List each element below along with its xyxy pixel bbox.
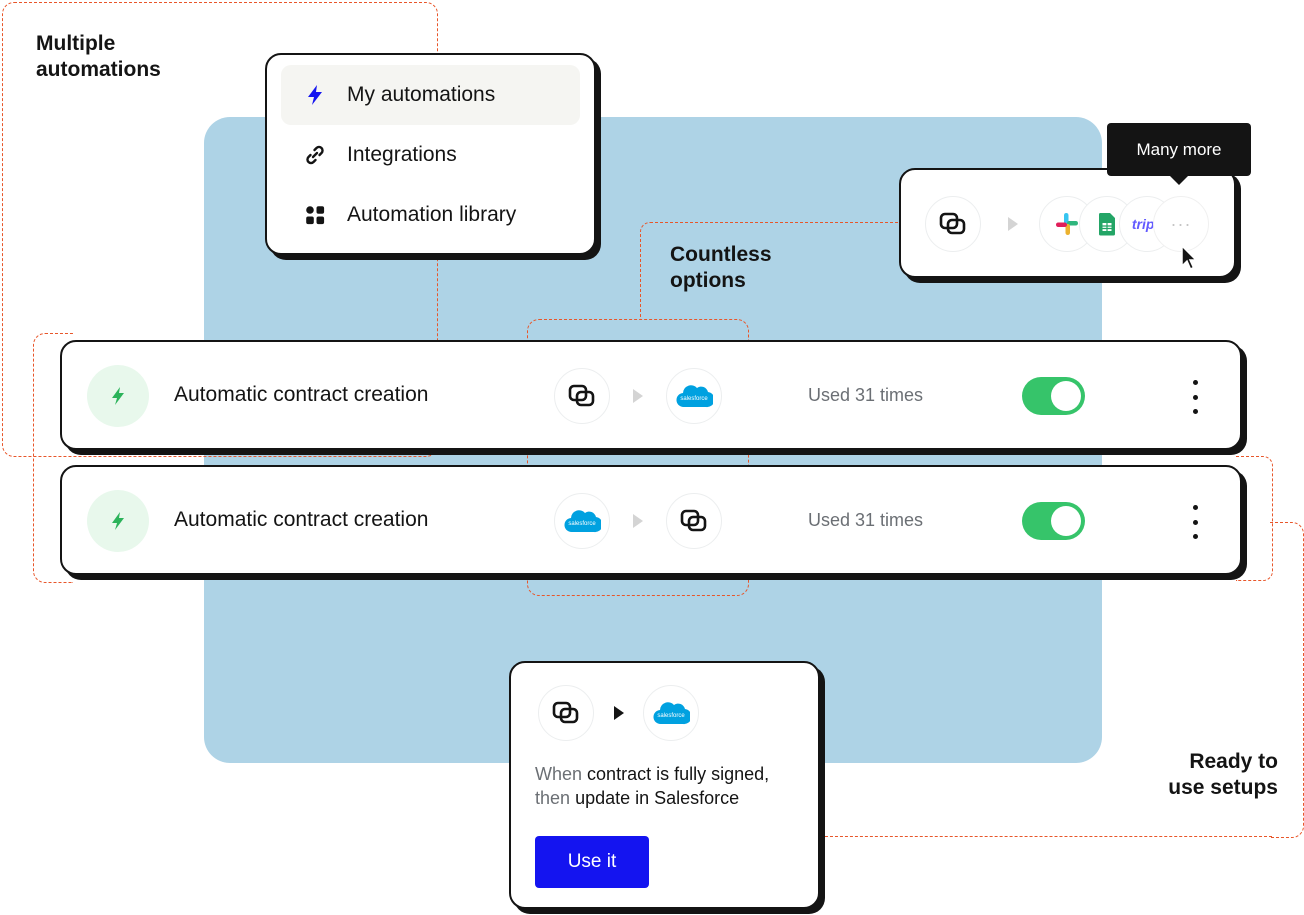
automation-row[interactable]: Automatic contract creation salesforce U… <box>60 465 1242 575</box>
annotation-outline-countless <box>527 319 749 596</box>
more-dots: ··· <box>1170 213 1192 234</box>
setup-description: When contract is fully signed, then upda… <box>535 762 815 810</box>
setup-action: update in Salesforce <box>575 788 740 808</box>
more-icon[interactable]: ··· <box>1153 196 1209 252</box>
more-options-icon[interactable] <box>1182 505 1208 539</box>
automation-row[interactable]: Automatic contract creation salesforce U… <box>60 340 1242 450</box>
automation-toggle[interactable] <box>1022 502 1085 540</box>
annotation-bracket-right <box>1236 456 1273 581</box>
use-it-button[interactable]: Use it <box>535 836 649 888</box>
tooltip-label: Many more <box>1136 139 1222 159</box>
toggle-knob <box>1051 381 1081 411</box>
oneflow-icon <box>554 368 610 424</box>
label-ready-setups: Ready to use setups <box>1120 749 1278 801</box>
label-countless-options: Countless options <box>670 242 772 294</box>
label-line: options <box>670 269 746 292</box>
svg-text:salesforce: salesforce <box>568 521 596 527</box>
label-line: Multiple <box>36 32 116 55</box>
label-line: use setups <box>1168 776 1278 799</box>
menu-item-label: My automations <box>347 83 496 106</box>
bolt-icon <box>87 490 149 552</box>
menu-item-integrations[interactable]: Integrations <box>281 125 580 185</box>
usage-count: Used 31 times <box>808 385 924 405</box>
menu-item-my-automations[interactable]: My automations <box>281 65 580 125</box>
grid-icon <box>303 203 327 227</box>
setup-condition: contract is fully signed, <box>587 764 770 784</box>
integration-options-card: tripe ··· <box>899 168 1236 278</box>
automation-toggle[interactable] <box>1022 377 1085 415</box>
salesforce-icon: salesforce <box>666 368 722 424</box>
oneflow-icon <box>538 685 594 741</box>
menu-item-label: Automation library <box>347 203 517 226</box>
setup-when: When <box>535 764 583 784</box>
menu-item-label: Integrations <box>347 143 457 166</box>
oneflow-icon <box>666 493 722 549</box>
setup-template-card: salesforce When contract is fully signed… <box>509 661 820 909</box>
oneflow-icon <box>925 196 981 252</box>
annotation-bracket-left <box>33 333 73 583</box>
arrow-right-icon <box>614 706 624 720</box>
setup-then: then <box>535 788 571 808</box>
toggle-knob <box>1051 506 1081 536</box>
annotation-connector-bottom <box>820 836 1272 837</box>
salesforce-icon: salesforce <box>643 685 699 741</box>
bolt-icon <box>87 365 149 427</box>
label-line: Countless <box>670 243 772 266</box>
automation-title: Automatic contract creation <box>174 383 429 406</box>
cursor-icon <box>1181 244 1198 271</box>
bolt-icon <box>303 83 327 107</box>
svg-text:salesforce: salesforce <box>680 396 708 402</box>
link-icon <box>303 143 327 167</box>
usage-count: Used 31 times <box>808 510 924 530</box>
navigation-menu: My automations Integrations Automation l… <box>265 53 596 255</box>
menu-item-automation-library[interactable]: Automation library <box>281 185 580 245</box>
arrow-right-icon <box>1008 217 1018 231</box>
label-line: Ready to <box>1189 750 1278 773</box>
salesforce-icon: salesforce <box>554 493 610 549</box>
more-options-icon[interactable] <box>1182 380 1208 414</box>
arrow-right-icon <box>633 514 643 528</box>
tooltip-many-more: Many more <box>1107 123 1251 185</box>
annotation-connector-options <box>640 222 902 320</box>
label-line: automations <box>36 58 161 81</box>
arrow-right-icon <box>633 389 643 403</box>
automation-title: Automatic contract creation <box>174 508 429 531</box>
label-multiple-automations: Multiple automations <box>36 31 161 83</box>
svg-text:salesforce: salesforce <box>657 713 685 719</box>
